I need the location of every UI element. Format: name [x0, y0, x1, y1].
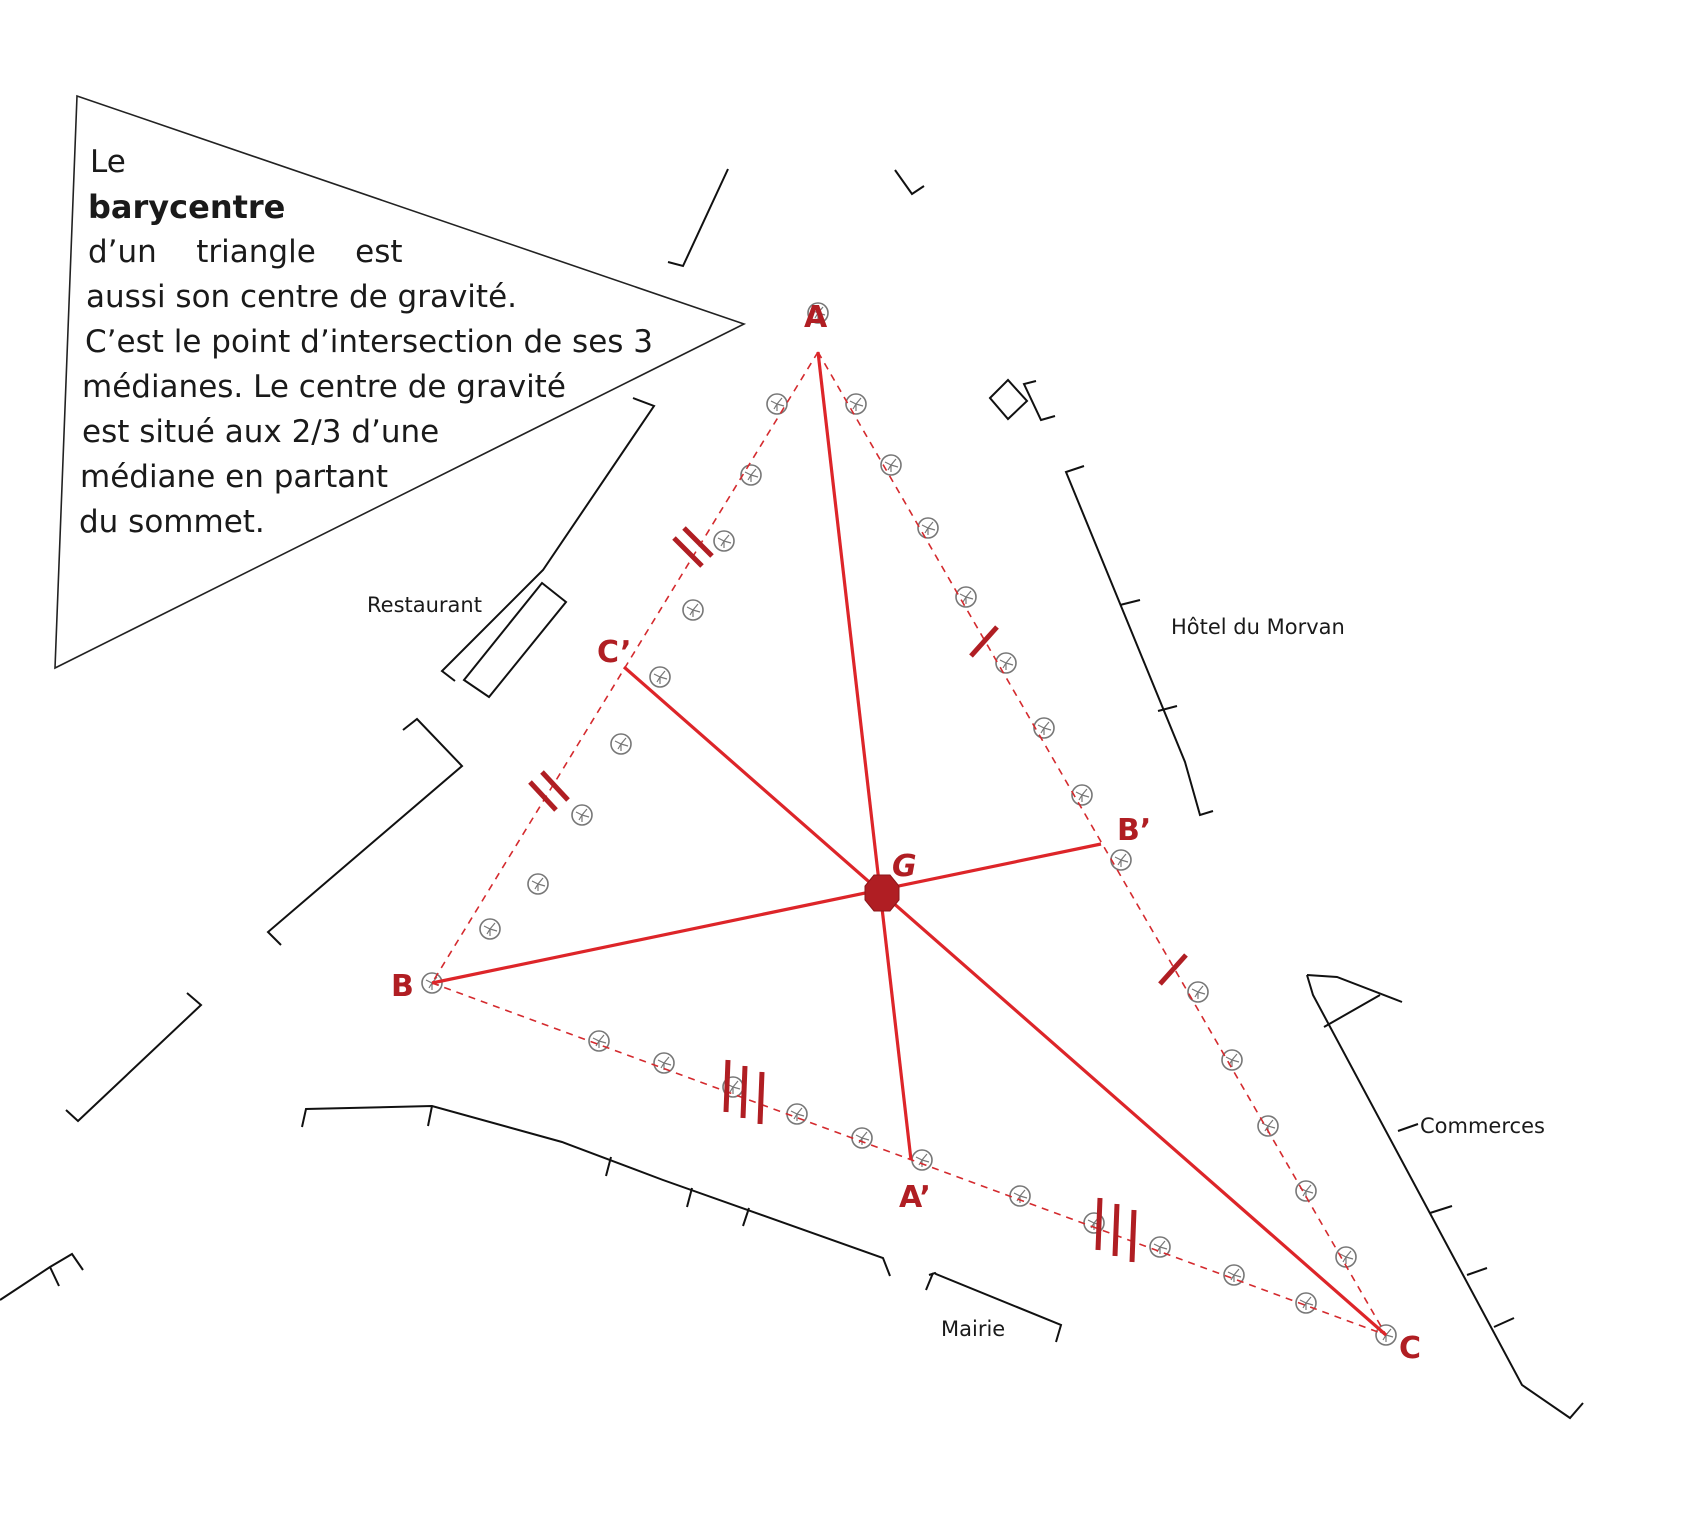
callout-line-6: médianes. Le centre de gravité	[82, 369, 566, 405]
callout-line-2: barycentre	[88, 188, 285, 226]
medians	[431, 351, 1388, 1337]
callout-line-4: aussi son centre de gravité.	[86, 279, 517, 315]
label-commerces: Commerces	[1420, 1114, 1545, 1138]
tick-bc-right-1	[1095, 1197, 1103, 1251]
callout-line-7: est situé aux 2/3 d’une	[82, 414, 439, 450]
building-hotel	[1064, 465, 1214, 817]
building-small-square	[988, 378, 1029, 421]
tree-icon	[1221, 1049, 1243, 1071]
tree-icon	[955, 586, 977, 608]
callout: Le barycentre d’un triangle est aussi so…	[54, 94, 747, 670]
tick-ab-top-1	[672, 536, 704, 568]
tree-icon	[682, 599, 704, 621]
label-point-c-prime: C’	[597, 635, 632, 670]
building-left	[266, 717, 464, 946]
callout-triangle	[54, 94, 747, 670]
callout-line-3: d’un triangle est	[88, 234, 403, 270]
label-restaurant: Restaurant	[367, 593, 482, 617]
tree-icon	[911, 1149, 933, 1171]
tree-icon	[851, 1127, 873, 1149]
callout-line-8: médiane en partant	[80, 459, 388, 495]
label-point-c: C	[1399, 1331, 1421, 1366]
tree-icon	[740, 464, 762, 486]
callout-line-9: du sommet.	[79, 504, 265, 540]
tick-bc-right-2	[1112, 1203, 1120, 1257]
label-point-b-prime: B’	[1117, 813, 1151, 848]
median-from-b	[431, 842, 1102, 985]
tree-icon	[1335, 1246, 1357, 1268]
tree-icon	[1110, 849, 1132, 871]
side-bc	[431, 982, 1387, 1336]
building-outlines	[0, 168, 1584, 1420]
tree-icon	[995, 652, 1017, 674]
building-mairie-row	[301, 1104, 891, 1277]
label-point-a: A	[804, 300, 828, 335]
tree-icon	[1033, 717, 1055, 739]
tree-icon	[1295, 1180, 1317, 1202]
point-labels: A B C A’ B’ C’ G	[391, 300, 1421, 1366]
callout-line-1: Le	[90, 144, 126, 180]
tree-icon	[1149, 1236, 1171, 1258]
building-bottom-left	[0, 1252, 84, 1301]
tick-ac-top	[969, 625, 999, 658]
tree-icon	[807, 302, 829, 324]
tick-ab-top-2	[682, 526, 714, 558]
tree-icon	[766, 393, 788, 415]
tree-icon	[1009, 1185, 1031, 1207]
equality-marks	[528, 526, 1188, 1263]
place-labels: Restaurant Hôtel du Morvan Commerces Mai…	[367, 593, 1545, 1341]
tree-icon	[917, 517, 939, 539]
tree-icon	[571, 804, 593, 826]
building-bottom-left-wall	[49, 1266, 60, 1287]
tree-icon	[649, 666, 671, 688]
median-from-c	[622, 665, 1388, 1337]
centroid-marker	[864, 874, 900, 912]
tick-bc-right-3	[1129, 1209, 1137, 1263]
building-restaurant	[440, 397, 656, 699]
tick-bc-left-3	[757, 1071, 765, 1125]
median-from-a	[816, 351, 913, 1161]
building-small-bracket	[1022, 380, 1056, 422]
label-point-g: G	[892, 849, 917, 884]
tick-ac-bottom	[1158, 953, 1188, 986]
building-far-left	[65, 992, 203, 1123]
tick-bc-left-1	[723, 1059, 731, 1113]
tree-icon	[1187, 981, 1209, 1003]
label-hotel: Hôtel du Morvan	[1171, 615, 1345, 639]
label-point-b: B	[391, 969, 414, 1004]
tree-icon	[1071, 784, 1093, 806]
tree-icon	[527, 873, 549, 895]
tree-icon	[653, 1052, 675, 1074]
callout-line-5: C’est le point d’intersection de ses 3	[85, 324, 653, 360]
building-commerces	[1306, 974, 1584, 1420]
tree-icon	[713, 530, 735, 552]
tree-icon	[479, 918, 501, 940]
tick-bc-left-2	[740, 1065, 748, 1119]
building-mairie-front	[925, 1272, 934, 1291]
tick-ab-bottom-2	[540, 770, 570, 802]
building-top-left	[667, 168, 729, 268]
tick-ab-bottom-1	[528, 780, 558, 812]
building-top-tick	[894, 169, 925, 196]
tree-icon	[610, 733, 632, 755]
tree-icon	[845, 393, 867, 415]
label-mairie: Mairie	[941, 1317, 1005, 1341]
label-point-a-prime: A’	[899, 1180, 931, 1215]
